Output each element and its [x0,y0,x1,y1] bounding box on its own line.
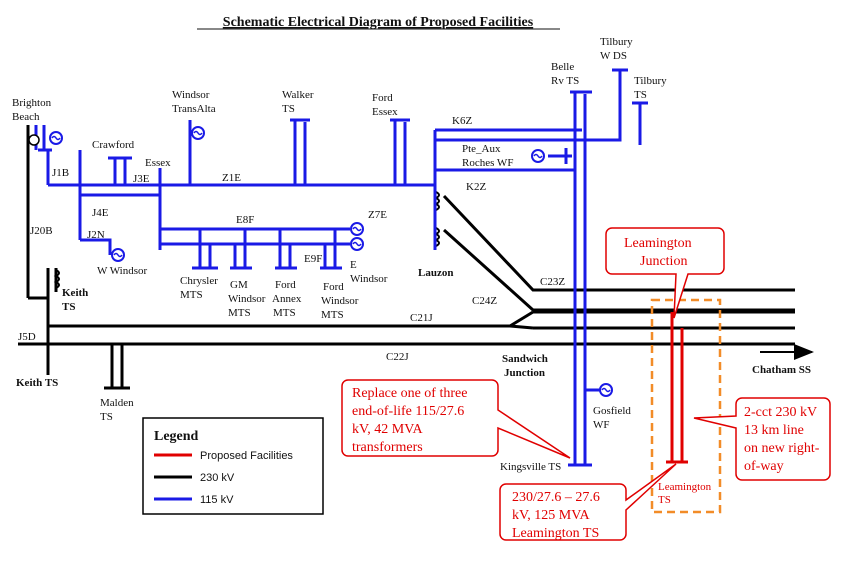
gosfield-gen-icon [599,383,613,397]
j5d-label: J5D [18,331,36,343]
legend-item-230kv: 230 kV [200,472,235,484]
j1b-label: J1B [52,167,69,179]
w-windsor-label: W Windsor [97,265,148,277]
c23z-label: C23Z [540,276,565,288]
c21j-label: C21J [410,312,433,324]
study-area-box [650,298,722,514]
j2n-label: J2N [87,229,105,241]
kingsville-label: Kingsville TS [500,461,561,473]
w-windsor-gen-icon [111,248,125,262]
k2z-label: K2Z [466,181,486,193]
pte-aux-gen-icon [531,149,545,163]
crawford-label: Crawford [92,139,135,151]
lines-230kv [18,125,814,390]
lines-115kv [34,68,648,467]
c24z-line [442,228,795,312]
brighton-gen-icon [49,131,63,145]
e8f-label: E8F [236,214,254,226]
c22j-label: C22J [386,351,409,363]
lauzon-label: Lauzon [418,267,453,279]
j20b-label: J20B [30,225,53,237]
k6z-label: K6Z [452,115,472,127]
legend: Legend Proposed Facilities 230 kV 115 kV [142,417,324,515]
j3e-label: J3E [133,173,150,185]
circuit-labels: J1B J3E Z1E J4E J20B J2N E8F E9F Z7E K6Z… [18,115,565,363]
transalta-gen-icon [191,126,205,140]
e-windsor-gen-icon-1 [350,222,364,236]
c24z-label: C24Z [472,295,497,307]
keith-ts-main-label: Keith TS [16,377,58,389]
z1e-label: Z1E [222,172,241,184]
z7e-label: Z7E [368,209,387,221]
legend-title: Legend [154,429,199,444]
legend-item-115kv: 115 kV [200,494,234,506]
generators [28,126,613,397]
legend-item-proposed: Proposed Facilities [200,450,293,462]
lines-proposed [666,312,688,464]
brighton-gen-black-icon [28,134,40,146]
essex-label: Essex [145,157,171,169]
e9f-label: E9F [304,253,322,265]
e-windsor-gen-icon-2 [350,237,364,251]
diagram-title: Schematic Electrical Diagram of Proposed… [223,15,534,30]
c23z-line [442,194,795,292]
j4e-label: J4E [92,207,109,219]
chatham-label: Chatham SS [752,364,811,376]
